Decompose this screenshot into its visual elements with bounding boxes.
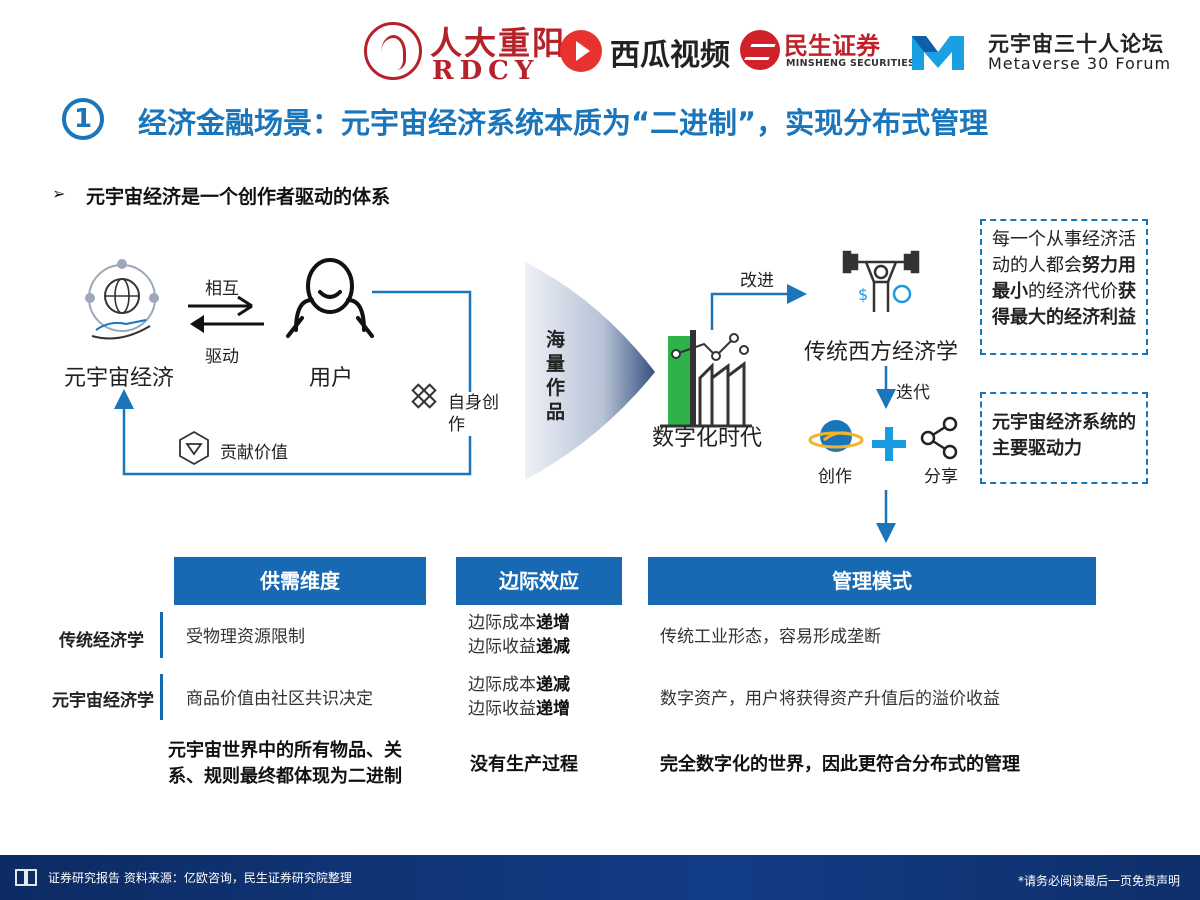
- cell-binary-management: 完全数字化的世界，因此更符合分布式的管理: [660, 754, 1020, 775]
- rdcy-logo-en: RDCY: [432, 56, 540, 86]
- footer-source: 证券研究报告 资料来源：亿欧咨询，民生证券研究院整理: [48, 871, 352, 885]
- cell-binary-marginal: 没有生产过程: [470, 754, 578, 775]
- svg-text:$: $: [858, 285, 868, 304]
- text: 边际收益: [468, 637, 536, 657]
- text: 边际成本: [468, 675, 536, 695]
- contribute-value-label: 贡献价值: [220, 443, 288, 463]
- cell-binary-supply-1: 元宇宙世界中的所有物品、关: [168, 740, 402, 761]
- xigua-play-icon: [560, 30, 602, 72]
- text: 边际收益: [468, 699, 536, 719]
- rdcy-seal-icon: [364, 22, 422, 80]
- cell-traditional-supply: 受物理资源限制: [186, 627, 305, 647]
- metaverse-forum-cn: 元宇宙三十人论坛: [988, 32, 1164, 56]
- digital-era-label: 数字化时代: [652, 426, 763, 451]
- share-label: 分享: [924, 467, 958, 487]
- drive-label: 驱动: [205, 347, 239, 367]
- self-create-label: 自身创作: [448, 392, 512, 436]
- western-economics-label: 传统西方经济学: [804, 340, 959, 365]
- page-title: 经济金融场景：元宇宙经济系统本质为“二进制”，实现分布式管理: [138, 106, 989, 140]
- globe-hand-icon: [85, 259, 159, 340]
- share-icon: [920, 416, 958, 460]
- row-label-metaverse: 元宇宙经济学: [52, 691, 154, 711]
- diagram-graphics: $: [85, 250, 958, 543]
- cell-traditional-marginal-b: 边际收益递减: [468, 636, 570, 659]
- create-label: 创作: [818, 467, 852, 487]
- row-divider: [160, 674, 163, 720]
- cell-traditional-marginal-a: 边际成本递增: [468, 612, 570, 635]
- mutual-label: 相互: [205, 279, 239, 299]
- cell-metaverse-marginal-b: 边际收益递增: [468, 698, 570, 721]
- box1-text-a: 每一个从事经济活动的人都会: [992, 229, 1136, 276]
- rdcy-logo-cn: 人大重阳: [430, 24, 567, 62]
- text-bold: 递减: [536, 637, 570, 657]
- planet-icon: [808, 420, 864, 452]
- minsheng-icon: [740, 30, 780, 70]
- iterate-label: 迭代: [896, 383, 930, 403]
- xigua-logo-text: 西瓜视频: [610, 38, 730, 73]
- user-icon: [286, 258, 374, 338]
- minsheng-logo-en: MINSHENG SECURITIES: [786, 58, 916, 69]
- improve-label: 改进: [740, 271, 774, 291]
- footer-disclaimer: *请务必阅读最后一页免责声明: [1017, 874, 1180, 888]
- funnel-shape: [525, 262, 655, 480]
- weightlifter-icon: $: [842, 250, 920, 312]
- box1-text-d: 获得最大的经济利益: [992, 281, 1136, 328]
- logo-row: 人大重阳 RDCY 西瓜视频 民生证券 MINSHENG SECURITIES …: [360, 18, 1190, 86]
- cell-traditional-management: 传统工业形态，容易形成垄断: [660, 627, 881, 647]
- section-subtitle: 元宇宙经济是一个创作者驱动的体系: [86, 186, 391, 208]
- text-bold: 递增: [536, 699, 570, 719]
- header-marginal-effect: 边际效应: [456, 557, 622, 605]
- massive-works-label: 海量作品: [546, 329, 566, 423]
- book-icon: [15, 869, 37, 886]
- digital-factory-icon: [660, 330, 752, 428]
- box1-text-c: 的经济代价: [1028, 281, 1118, 302]
- footer-bar: 证券研究报告 资料来源：亿欧咨询，民生证券研究院整理 *请务必阅读最后一页免责声…: [0, 855, 1200, 900]
- metaverse-forum-en: Metaverse 30 Forum: [988, 54, 1172, 73]
- cell-metaverse-marginal-a: 边际成本递减: [468, 674, 570, 697]
- bullet-arrow-icon: ➢: [52, 184, 66, 203]
- header-supply-demand: 供需维度: [174, 557, 426, 605]
- minsheng-logo-cn: 民生证券: [784, 32, 880, 60]
- section-number: 1: [62, 98, 104, 140]
- box1-text-b: 努力用最小: [992, 255, 1136, 302]
- pencil-ruler-icon: [411, 383, 437, 409]
- diamond-badge-icon: [179, 430, 209, 466]
- row-divider: [160, 612, 163, 658]
- header-management-mode: 管理模式: [648, 557, 1096, 605]
- cell-metaverse-supply: 商品价值由社区共识决定: [186, 689, 373, 709]
- metaverse-forum-icon: [912, 36, 964, 70]
- row-label-traditional: 传统经济学: [59, 631, 144, 651]
- text-bold: 递增: [536, 613, 570, 633]
- cell-metaverse-management: 数字资产，用户将获得资产升值后的溢价收益: [660, 689, 1000, 709]
- driving-force-box: 元宇宙经济系统的主要驱动力: [980, 392, 1148, 484]
- economic-principle-box: 每一个从事经济活动的人都会努力用最小的经济代价获得最大的经济利益: [980, 219, 1148, 355]
- text-bold: 递减: [536, 675, 570, 695]
- text: 边际成本: [468, 613, 536, 633]
- cell-binary-supply-2: 系、规则最终都体现为二进制: [168, 766, 402, 787]
- user-label: 用户: [309, 366, 354, 391]
- metaverse-economy-label: 元宇宙经济: [64, 366, 175, 391]
